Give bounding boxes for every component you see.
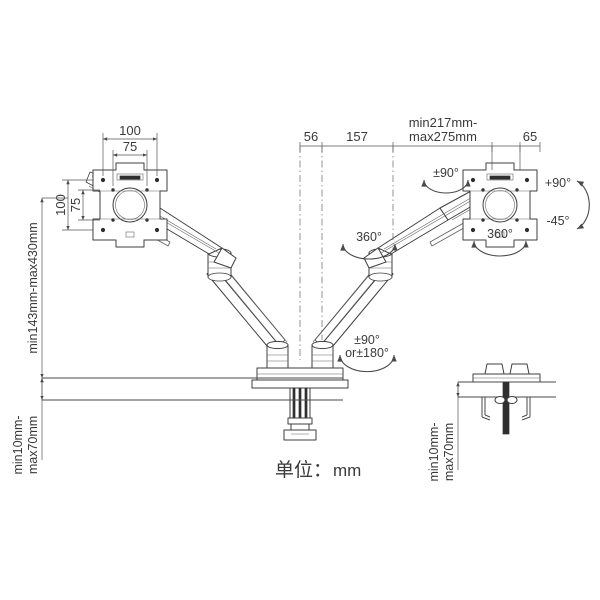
base-rotation-line2: or±180° — [345, 346, 389, 360]
offset-56-label: 56 — [304, 129, 318, 144]
desk-thickness-left-dimension: min10mm- max70mm — [11, 378, 44, 475]
left-elbow-rotation-label: 360° — [356, 230, 382, 244]
unit-note-cn-label: 单位： — [275, 459, 332, 481]
right-arm-assembly — [312, 162, 538, 353]
left-arm-assembly — [85, 162, 288, 353]
head-pivot-down-label: -45° — [546, 214, 569, 228]
desk-thickness-right-line1: min10mm- — [427, 422, 441, 481]
vesa-outer-height-label: 100 — [53, 194, 68, 216]
right-lower-arm — [312, 261, 394, 353]
reach-range-line1: min217mm- — [409, 115, 478, 130]
grommet-mount-detail-view: min10mm- max70mm — [427, 363, 556, 482]
left-riser-post — [266, 340, 289, 372]
head-tilt-rotation: ±90° — [421, 166, 471, 194]
vesa-outer-width-label: 100 — [119, 123, 141, 138]
head-tilt-label: ±90° — [433, 166, 459, 180]
right-head-rotation: 360° — [471, 227, 529, 257]
top-dimension-chain: 56 157 min217mm- max275mm 65 — [299, 115, 541, 360]
desk-thickness-left-line1: min10mm- — [11, 415, 25, 474]
left-elbow-rotation: 360° — [340, 230, 398, 260]
desk-thickness-right-line2: max70mm — [442, 423, 456, 481]
right-vesa-plate — [462, 162, 538, 248]
desk-thickness-left-line2: max70mm — [26, 416, 40, 474]
base-rotation: ±90° or±180° — [337, 333, 397, 373]
vesa-inner-height-label: 75 — [68, 198, 83, 212]
right-head-rotation-label: 360° — [487, 227, 513, 241]
clamp-screw — [283, 387, 317, 441]
offset-65-label: 65 — [523, 129, 537, 144]
reach-range-line2: max275mm — [409, 129, 477, 144]
vesa-inner-width-label: 75 — [123, 139, 137, 154]
desk-clamp-base — [251, 340, 349, 441]
head-pivot-rotation: +90° -45° — [545, 176, 590, 230]
unit-note-value-label: mm — [333, 461, 361, 480]
desk-surface-lines — [42, 377, 343, 401]
height-range-label: min143mm-max430mm — [26, 222, 40, 353]
vesa-dimensions: 100 75 100 75 — [53, 123, 158, 231]
right-riser-post — [311, 340, 334, 372]
offset-157-label: 157 — [346, 129, 368, 144]
rotation-annotations: 360° 360° ±90° +90° -45° ±90° or±180° — [337, 166, 590, 373]
head-pivot-up-label: +90° — [545, 176, 571, 190]
height-range-dimension: min143mm-max430mm — [26, 197, 68, 378]
base-rotation-line1: ±90° — [354, 333, 380, 347]
left-vesa-plate — [92, 162, 168, 248]
base-block — [251, 367, 349, 389]
unit-note: 单位： mm — [275, 459, 361, 481]
left-lower-arm — [206, 261, 288, 353]
